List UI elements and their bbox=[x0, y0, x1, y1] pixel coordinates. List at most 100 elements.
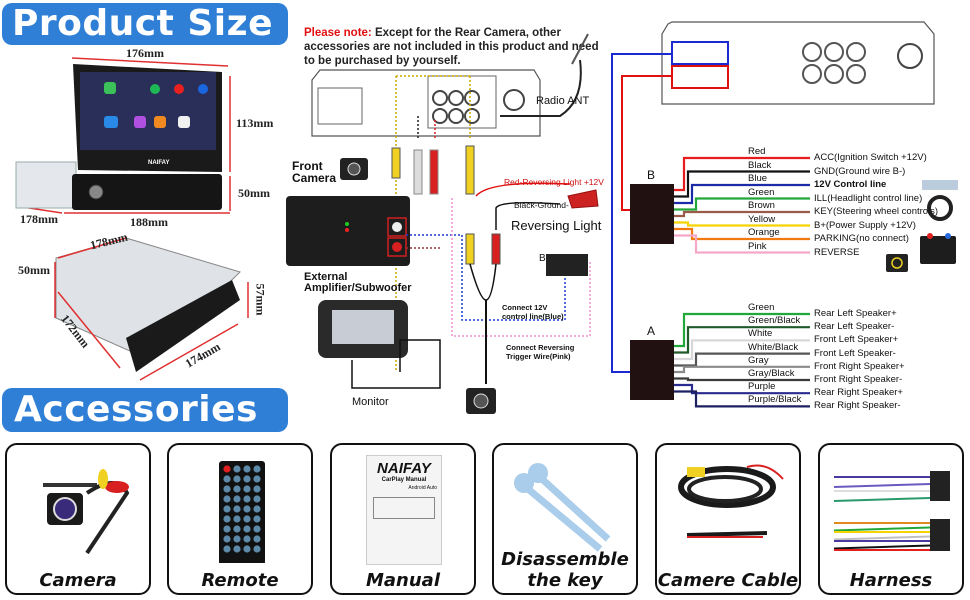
b-wire-blue bbox=[674, 183, 810, 205]
b-wire-function-label: GND(Ground wire B-) bbox=[814, 165, 906, 177]
accessory-label: Camera bbox=[39, 570, 117, 591]
cable-icon bbox=[678, 464, 784, 538]
reversing-light-icon bbox=[567, 189, 599, 209]
iso-connector-center bbox=[317, 87, 363, 125]
steering-wheel-icon bbox=[927, 195, 953, 221]
antenna-cable bbox=[500, 59, 582, 117]
rca-white bbox=[413, 149, 423, 195]
rca-red bbox=[429, 149, 439, 195]
remote-button bbox=[233, 515, 241, 523]
a-wire-function-label: Rear Right Speaker- bbox=[814, 400, 901, 412]
remote-button bbox=[243, 535, 251, 543]
b-connector-small bbox=[546, 254, 588, 276]
b-wire-function-label: ACC(Ignition Switch +12V) bbox=[814, 152, 927, 163]
accessory-label: Disassemble the key bbox=[501, 549, 629, 591]
a-wire-purple-black bbox=[674, 390, 810, 408]
note-prefix: Please note: bbox=[304, 27, 372, 39]
a-wire-color-label: Green bbox=[748, 302, 775, 313]
screen-display bbox=[80, 72, 216, 150]
b-wire-color-label: Blue bbox=[748, 173, 768, 184]
accessory-label: Manual bbox=[365, 570, 440, 591]
carplay-app-icon bbox=[104, 116, 118, 128]
remote-button bbox=[223, 515, 231, 523]
b-wire-color-label: Brown bbox=[748, 200, 775, 211]
b-wire-yellow bbox=[674, 221, 810, 227]
a-wire-function-label: Rear Right Speaker+ bbox=[814, 387, 903, 399]
spotify-app-icon bbox=[150, 84, 160, 94]
a-wire-color-label: Gray bbox=[748, 354, 769, 366]
dim-box-height: 50mm bbox=[18, 263, 50, 277]
b-wire-color-label: Black bbox=[748, 159, 772, 171]
b-wire-function-label: 12V Control line bbox=[814, 179, 887, 190]
a-wire-white bbox=[674, 339, 810, 361]
b-wire-function-label: B+(Power Supply +12V) bbox=[814, 219, 916, 231]
accessory-card-manual: NAIFAY CarPlay Manual Android Auto Manua… bbox=[330, 443, 476, 595]
manual-badge: Android Auto bbox=[408, 485, 437, 491]
remote-button bbox=[253, 485, 261, 493]
volume-knob bbox=[88, 184, 104, 200]
a-wire-function-label: Front Left Speaker- bbox=[814, 347, 896, 359]
a-wire-color-label: White/Black bbox=[748, 341, 799, 353]
remote-button bbox=[233, 495, 241, 503]
remote-button bbox=[223, 545, 231, 553]
a-wire-color-label: Green/Black bbox=[748, 315, 801, 327]
b-wire-green bbox=[674, 197, 810, 211]
antenna-icon bbox=[571, 33, 589, 65]
b-wire-function-label: ILL(Headlight control line) bbox=[814, 192, 923, 204]
chassis bbox=[15, 161, 77, 209]
remote-button bbox=[233, 545, 241, 553]
connect-reversing-label: Connect Reversing Trigger Wire(Pink) bbox=[506, 343, 575, 361]
b-wire-color-label: Yellow bbox=[748, 213, 776, 225]
accessory-label: Harness bbox=[849, 570, 933, 591]
connector-b-wires bbox=[674, 156, 810, 254]
front-camera-label: Front Camera bbox=[292, 159, 337, 185]
remote-button bbox=[243, 475, 251, 483]
rca-yellow-front-cam bbox=[391, 147, 401, 179]
remote-button bbox=[223, 495, 231, 503]
accessory-card-key: Disassemble the key bbox=[492, 443, 638, 595]
dim-screen-height: 113mm bbox=[236, 116, 274, 130]
b-wire-orange bbox=[674, 227, 810, 241]
b-wire-color-label: Pink bbox=[748, 240, 767, 252]
remote-button bbox=[253, 505, 261, 513]
b-wire-color-label: Green bbox=[748, 186, 775, 198]
remote-button bbox=[243, 485, 251, 493]
remote-button bbox=[253, 535, 261, 543]
remote-button bbox=[243, 515, 251, 523]
radio-ant-label: Radio ANT bbox=[536, 95, 590, 107]
harness-wire bbox=[833, 544, 931, 550]
music-app-icon bbox=[174, 84, 184, 94]
dim-depth: 178mm bbox=[20, 212, 58, 226]
a-wire-function-label: Rear Left Speaker- bbox=[814, 321, 895, 333]
phone-app-icon bbox=[104, 82, 116, 94]
remote-button bbox=[223, 485, 231, 493]
product-front-illustration: NAIFAY bbox=[15, 57, 249, 381]
black-ground-label: Black-Ground- bbox=[514, 200, 569, 210]
a-wire-color-label: Purple/Black bbox=[748, 394, 802, 406]
accessory-label: Remote bbox=[201, 570, 279, 591]
accessory-card-cable: Camere Cable bbox=[655, 443, 801, 595]
remote-button bbox=[243, 525, 251, 533]
harness-icon bbox=[833, 471, 950, 551]
remote-button bbox=[253, 545, 261, 553]
a-wire-function-label: Front Left Speaker+ bbox=[814, 334, 899, 346]
harness-wire bbox=[833, 483, 931, 488]
remote-button bbox=[243, 505, 251, 513]
remote-button bbox=[223, 535, 231, 543]
b-wire-color-label: Red bbox=[748, 146, 766, 157]
remote-button bbox=[253, 475, 261, 483]
remote-button bbox=[243, 545, 251, 553]
manual-icon: NAIFAY CarPlay Manual Android Auto bbox=[366, 455, 442, 565]
a-wire-gray bbox=[674, 365, 810, 374]
b-wire-function-label: KEY(Steering wheel controls) bbox=[814, 206, 939, 217]
front-brand-label: NAIFAY bbox=[148, 160, 169, 166]
remote-button bbox=[223, 525, 231, 533]
head-unit-rear-right bbox=[661, 21, 935, 105]
remote-button bbox=[233, 485, 241, 493]
remote-button bbox=[233, 525, 241, 533]
a-wire-function-label: Front Right Speaker- bbox=[814, 374, 903, 385]
faceplate bbox=[72, 174, 222, 210]
a-wire-gray-black bbox=[674, 377, 810, 382]
remote-button bbox=[233, 475, 241, 483]
harness-wire bbox=[833, 497, 931, 502]
